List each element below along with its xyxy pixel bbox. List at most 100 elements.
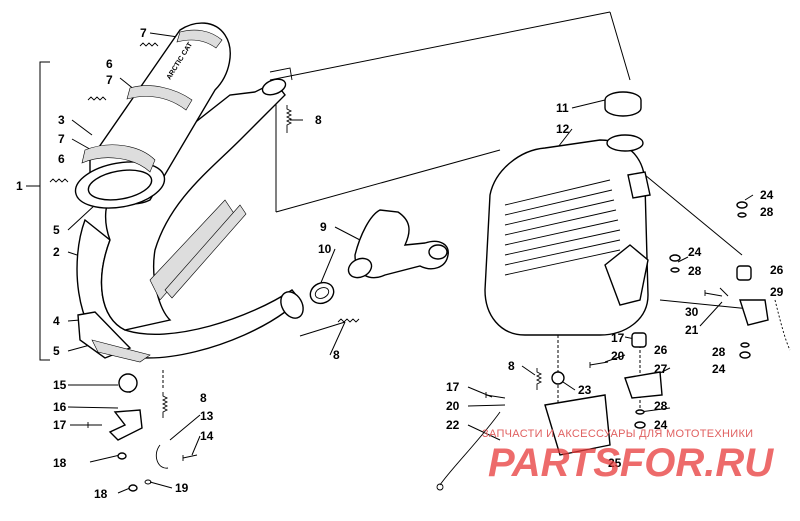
heat-shield-edge — [164, 204, 247, 299]
leader-11 — [571, 99, 606, 109]
spring-7a — [139, 42, 159, 47]
frame-edge — [774, 299, 791, 351]
spring-6b — [49, 178, 69, 183]
bolt-30 — [704, 290, 723, 297]
spacer-23 — [551, 371, 565, 385]
bracket-16 — [108, 409, 143, 441]
springs — [49, 42, 543, 418]
resonator-box — [484, 91, 651, 336]
leader-8b-2 — [299, 321, 346, 337]
callout-13: 13 — [200, 409, 214, 423]
callout-28d: 28 — [654, 399, 668, 413]
ground-cable-22 — [439, 411, 501, 486]
callout-12: 12 — [556, 122, 570, 136]
mount-bracket-25 — [544, 394, 611, 456]
callout-5a: 5 — [53, 223, 60, 237]
callout-5b: 5 — [53, 344, 60, 358]
mount-bracket-27 — [624, 371, 663, 399]
manifold-outlet — [347, 257, 373, 279]
callout-18a: 18 — [53, 456, 67, 470]
mount-bracket-29 — [739, 299, 769, 326]
spring-8c — [535, 368, 543, 390]
inlet-hook — [269, 67, 293, 81]
leader-10 — [319, 248, 336, 286]
callout-9: 9 — [320, 220, 327, 234]
leader-8b — [329, 321, 346, 356]
callout-14: 14 — [200, 429, 214, 443]
exhaust-pipe — [76, 67, 304, 363]
manifold-gasket — [309, 281, 335, 305]
callout-2: 2 — [53, 245, 60, 259]
nut-18a — [117, 452, 127, 460]
callout-1: 1 — [16, 179, 23, 193]
callout-8c: 8 — [508, 359, 515, 373]
exhaust-manifold — [354, 209, 449, 279]
spring-8d — [161, 392, 169, 418]
manifold-gasket-hole — [314, 287, 330, 299]
callout-21: 21 — [685, 323, 699, 337]
leader-5a — [67, 204, 96, 231]
manifold-port — [428, 244, 448, 260]
leader-14 — [191, 435, 201, 456]
resonator-ribs — [504, 179, 621, 276]
spring-8b — [337, 318, 360, 323]
connector-line-right — [644, 174, 743, 256]
clamp-band-upper — [176, 29, 223, 49]
callout-26b: 26 — [654, 343, 668, 357]
callout-numbers: 7 6 7 3 7 6 1 5 2 4 5 8 9 10 8 11 12 24 … — [16, 26, 784, 501]
callout-19: 19 — [175, 481, 189, 495]
bolt-17c — [485, 392, 506, 399]
leader-28d — [639, 407, 671, 413]
callout-17c: 17 — [446, 380, 460, 394]
leader-20b — [467, 404, 506, 407]
pipe-guard-pad — [91, 339, 151, 363]
callout-7c: 7 — [58, 132, 65, 146]
callout-18b: 18 — [94, 487, 108, 501]
spring-6a — [87, 96, 107, 101]
watermark-brand: PARTSFOR.RU — [488, 441, 774, 485]
callout-20a: 20 — [611, 349, 625, 363]
leader-9 — [334, 226, 361, 241]
callout-24c: 24 — [712, 362, 726, 376]
callout-24d: 24 — [654, 418, 668, 432]
callout-8a: 8 — [315, 113, 322, 127]
connector-line-mid — [275, 149, 501, 213]
callout-22: 22 — [446, 418, 460, 432]
callout-24a: 24 — [760, 188, 774, 202]
callout-17b: 17 — [611, 331, 625, 345]
muffler-canister: ARCTIC CAT — [74, 22, 231, 209]
rubber-mount-26b — [631, 332, 647, 348]
callout-10: 10 — [318, 242, 332, 256]
pipe-outlet-flange — [280, 291, 304, 319]
inlet-grommet — [604, 91, 642, 117]
callout-4: 4 — [53, 314, 60, 328]
leader-3 — [71, 119, 93, 136]
leader-29 — [719, 287, 729, 297]
lower-left-hardware — [87, 373, 198, 492]
callout-8b: 8 — [333, 348, 340, 362]
callout-16: 16 — [53, 400, 67, 414]
leader-18a — [89, 454, 121, 463]
resonator-inlet-neck — [606, 134, 644, 152]
rubber-mount-26a — [736, 265, 752, 281]
manifold-assembly — [309, 209, 449, 305]
spring-8a — [285, 105, 293, 133]
callout-7b: 7 — [106, 73, 113, 87]
bolt-17a — [87, 422, 102, 428]
callout-23: 23 — [578, 383, 592, 397]
leader-24a — [744, 194, 754, 201]
callout-15: 15 — [53, 378, 67, 392]
leader-5b — [67, 344, 91, 352]
callout-6b: 6 — [58, 152, 65, 166]
callout-26a: 26 — [770, 263, 784, 277]
nut-24a — [736, 201, 748, 209]
pipe-inlet-flange — [261, 78, 287, 96]
knob-15 — [118, 373, 138, 393]
callout-3: 3 — [58, 113, 65, 127]
clamp-band-middle — [126, 85, 193, 111]
bolt-17b — [589, 361, 609, 368]
washer-28d — [635, 409, 645, 415]
callout-29: 29 — [770, 285, 784, 299]
nut-18b — [128, 484, 138, 492]
